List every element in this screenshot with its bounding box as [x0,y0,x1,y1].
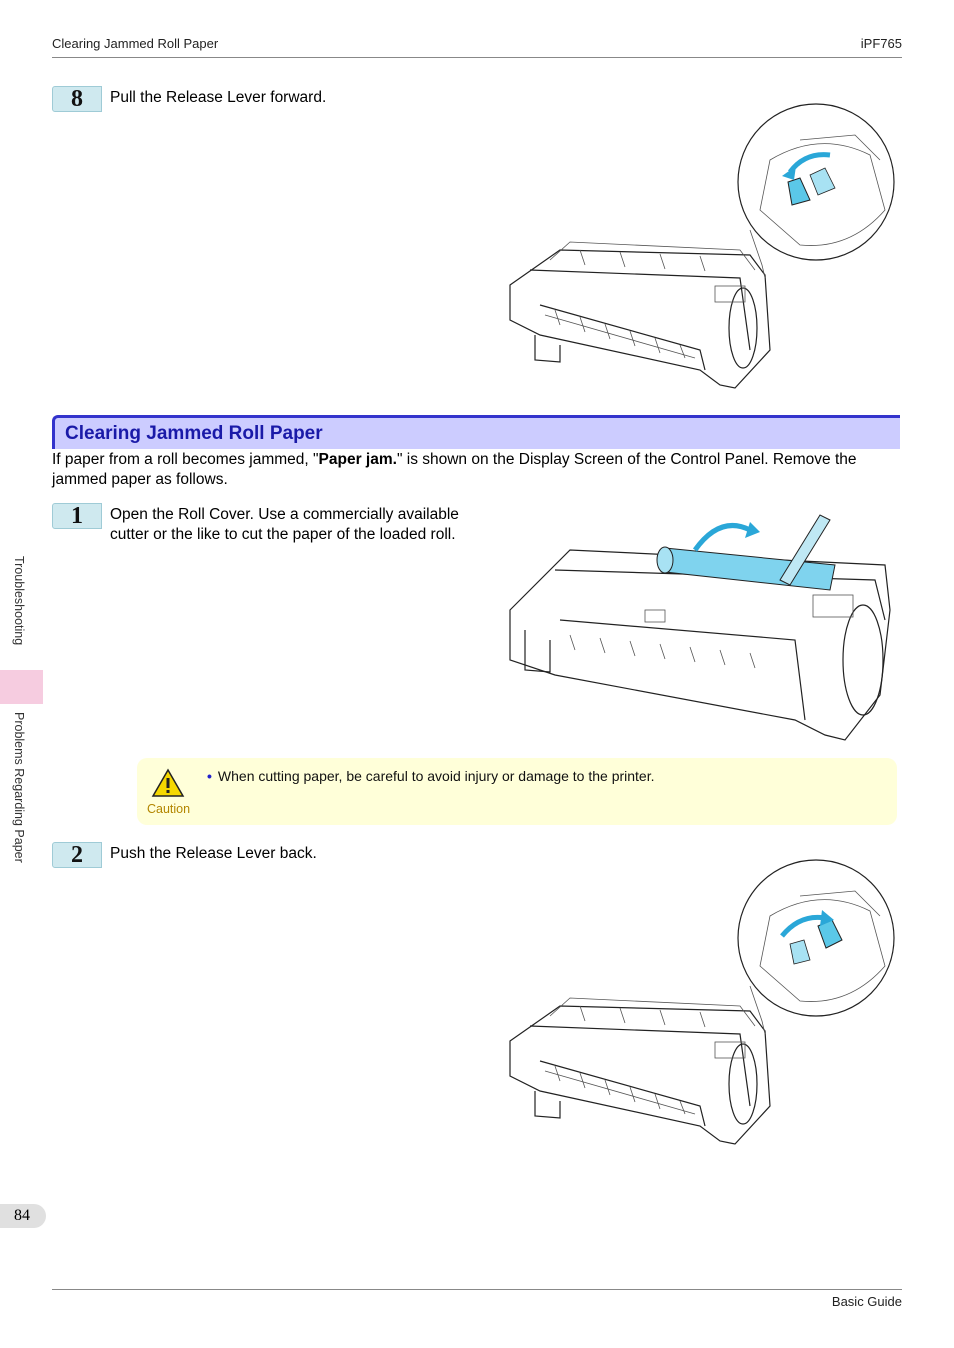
header-rule [52,57,902,58]
sidebar-chapter: Troubleshooting [12,556,26,646]
caution-message: • When cutting paper, be careful to avoid… [207,768,655,784]
sidebar-section: Problems Regarding Paper [12,712,26,863]
caution-message-text: When cutting paper, be careful to avoid … [217,768,655,784]
footer-rule [52,1289,902,1290]
step-1-text: Open the Roll Cover. Use a commercially … [110,506,459,543]
section-heading-bar: Clearing Jammed Roll Paper [52,415,900,449]
section-intro: If paper from a roll becomes jammed, "Pa… [52,450,902,490]
step-number-8: 8 [52,86,102,112]
intro-message-bold: Paper jam. [318,451,397,468]
caution-label: Caution [147,802,191,816]
running-header-model: iPF765 [860,36,902,51]
step-number-2: 2 [52,842,102,868]
section-title: Clearing Jammed Roll Paper [65,423,323,444]
printer-release-lever-back-illustration [509,859,895,1145]
intro-text-end: " is shown on the Display Screen of the … [52,451,857,488]
intro-text-start: If paper from a roll becomes jammed, " [52,451,319,468]
printer-cutting-roll-illustration [509,514,891,741]
running-header-title: Clearing Jammed Roll Paper [52,36,219,51]
footer-guide-title: Basic Guide [831,1294,902,1309]
step-2-text: Push the Release Lever back. [110,845,317,862]
printer-release-lever-forward-illustration [509,103,895,389]
sidebar-tab [0,670,43,704]
page-number: 84 [0,1204,46,1228]
warning-triangle-icon [151,768,185,797]
caution-box: • When cutting paper, be careful to avoid… [137,758,897,825]
step-8-text: Pull the Release Lever forward. [110,89,327,106]
step-number-1: 1 [52,503,102,529]
caution-bullet: • [207,768,212,784]
